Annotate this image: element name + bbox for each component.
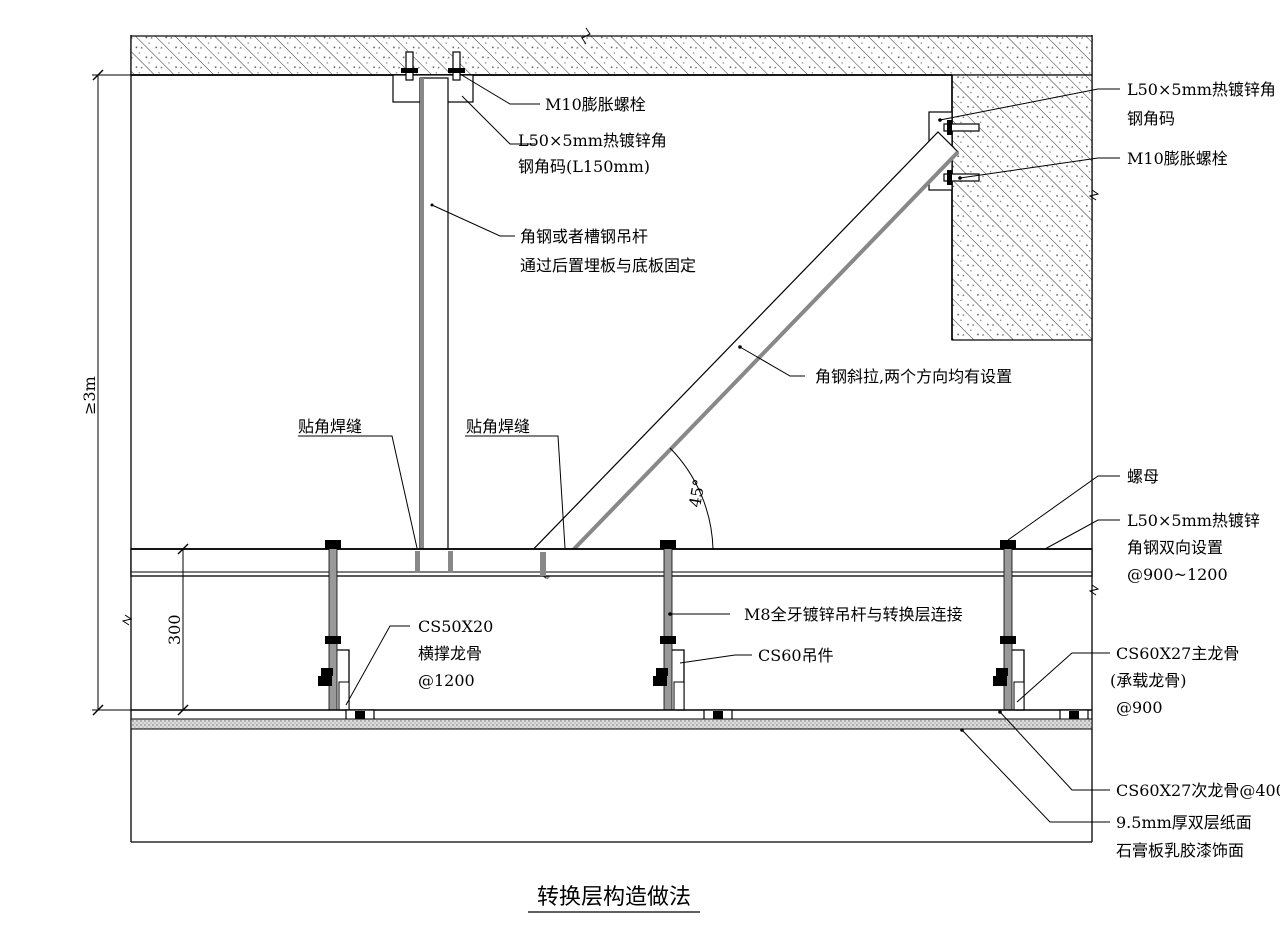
label-diagonal-brace: 角钢斜拉,两个方向均有设置 [815, 367, 1012, 386]
label-angle-steel-line1: L50×5mm热镀锌 [1127, 511, 1260, 530]
dimension-layer-height: 300 [165, 614, 184, 645]
label-angle-code-wall-line1: L50×5mm热镀锌角 [1127, 80, 1276, 99]
label-angle-code-top-line2: 钢角码(L150mm) [518, 157, 650, 176]
break-marks [121, 27, 1100, 626]
transfer-angle-steel [130, 548, 1093, 577]
label-main-keel-line2: (承载龙骨) [1110, 671, 1187, 690]
label-hanger-rod-line1: 角钢或者槽钢吊杆 [520, 227, 648, 246]
label-cross-keel-line3: @1200 [418, 671, 475, 690]
ceiling-keels [131, 709, 1092, 719]
label-angle-code-top-line1: L50×5mm热镀锌角 [518, 131, 667, 150]
label-nut: 螺母 [1127, 467, 1159, 486]
gypsum-board [130, 718, 1093, 730]
label-m10-bolt-top: M10膨胀螺栓 [545, 95, 646, 114]
dimension-lines [92, 69, 714, 716]
label-fillet-weld-left: 贴角焊缝 [298, 417, 362, 436]
dimension-total-height: ≥3m [80, 376, 99, 415]
concrete-slab [130, 35, 1093, 76]
label-hanger-rod-line2: 通过后置埋板与底板固定 [520, 256, 696, 275]
drawing-title: 转换层构造做法 [537, 885, 691, 910]
label-cross-keel-line2: 横撑龙骨 [418, 644, 482, 663]
label-m8-rod: M8全牙镀锌吊杆与转换层连接 [744, 605, 963, 624]
vertical-hanger-rod [419, 77, 449, 576]
fillet-welds [415, 551, 546, 576]
diagonal-brace [522, 131, 960, 580]
label-angle-steel-line2: 角钢双向设置 [1127, 538, 1223, 557]
label-fillet-weld-right: 贴角焊缝 [466, 417, 530, 436]
label-angle-steel-line3: @900~1200 [1127, 565, 1228, 584]
label-cs60-hanger: CS60吊件 [758, 646, 834, 665]
concrete-beam [951, 74, 1093, 341]
label-cross-keel-line1: CS50X20 [418, 617, 493, 636]
label-gypsum-line2: 石膏板乳胶漆饰面 [1116, 841, 1244, 860]
label-main-keel-line3: @900 [1116, 698, 1163, 717]
label-secondary-keel: CS60X27次龙骨@400 [1116, 781, 1280, 800]
label-m10-bolt-wall: M10膨胀螺栓 [1127, 149, 1228, 168]
dimension-angle: 45° [685, 477, 709, 508]
label-gypsum-line1: 9.5mm厚双层纸面 [1116, 813, 1252, 832]
leader-dots [668, 118, 1002, 732]
label-main-keel-line1: CS60X27主龙骨 [1116, 644, 1239, 663]
leader-lines [298, 73, 1120, 823]
label-angle-code-wall-line2: 钢角码 [1127, 109, 1175, 128]
